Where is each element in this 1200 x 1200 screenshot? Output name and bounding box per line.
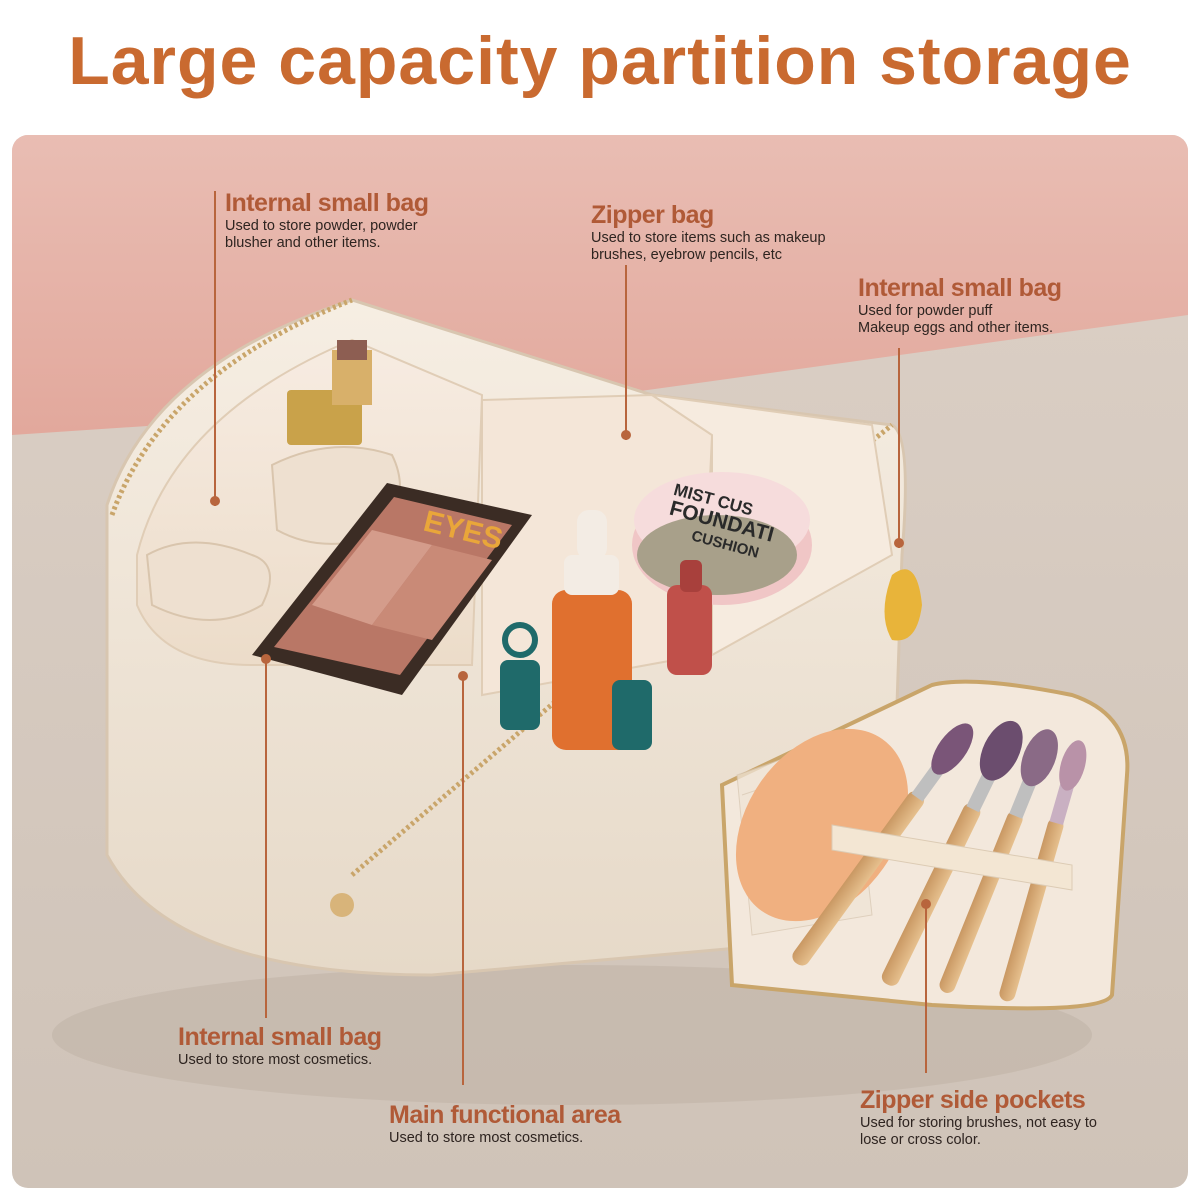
eyeshadow-palette-icon: EYES [252, 483, 532, 695]
product-photo: EYES MIST CUS FOUNDATI CUSHION [12, 135, 1188, 1188]
callout-description: Used to store powder, powder blusher and… [225, 218, 418, 251]
callout-heading: Main functional area [389, 1101, 621, 1129]
callout-zipper-side-pockets: Zipper side pockets Used for storing bru… [860, 1085, 1097, 1149]
page-title: Large capacity partition storage [68, 23, 1132, 99]
callout-heading: Internal small bag [858, 274, 1062, 302]
leader-line-3 [894, 348, 904, 548]
callout-internal-small-bag-right: Internal small bag Used for powder puff … [858, 273, 1062, 337]
foundation-cushion-icon: MIST CUS FOUNDATI CUSHION [632, 472, 812, 675]
bag-shadow [52, 965, 1092, 1105]
callout-description: Used to store most cosmetics. [389, 1130, 584, 1146]
zipper-left [109, 297, 353, 516]
callout-internal-small-bag-top-left: Internal small bag Used to store powder,… [225, 188, 429, 252]
callout-heading: Zipper bag [591, 201, 714, 229]
zipper-pull [330, 893, 354, 917]
leader-line-2 [621, 265, 631, 440]
callout-main-functional-area: Main functional area Used to store most … [389, 1100, 621, 1147]
callout-description: Used for powder puff Makeup eggs and oth… [858, 303, 1054, 336]
green-bottles-icon [500, 622, 652, 750]
yellow-puff-icon [884, 569, 922, 641]
leader-line-5 [458, 671, 468, 1085]
callout-description: Used to store most cosmetics. [178, 1052, 373, 1068]
leader-line-6 [921, 899, 931, 1073]
callout-description: Used for storing brushes, not easy to lo… [860, 1115, 1097, 1148]
lipstick-icon [287, 340, 372, 445]
callout-heading: Zipper side pockets [860, 1086, 1086, 1114]
elastic-pocket-1 [145, 541, 271, 621]
callout-zipper-bag: Zipper bag Used to store items such as m… [591, 200, 826, 264]
leader-line-4 [261, 654, 271, 1018]
makeup-brushes-icon [792, 720, 1087, 1002]
leader-line-1 [210, 191, 220, 506]
callout-heading: Internal small bag [225, 189, 429, 217]
callout-description: Used to store items such as makeup brush… [591, 230, 826, 263]
callout-heading: Internal small bag [178, 1023, 382, 1051]
callout-internal-small-bag-bottom-left: Internal small bag Used to store most co… [178, 1022, 382, 1069]
